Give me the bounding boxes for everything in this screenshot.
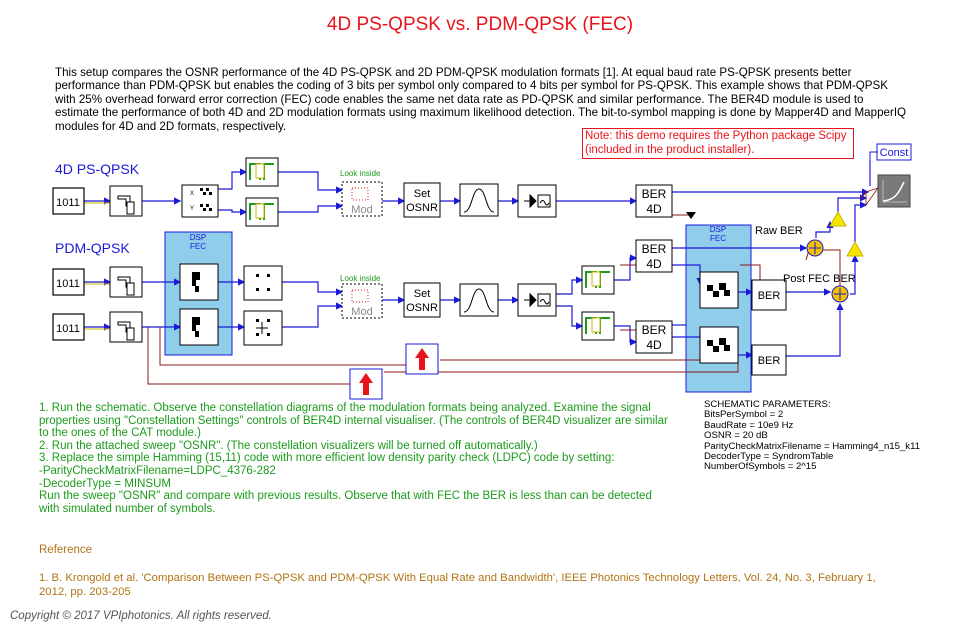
step-line: 1. Run the schematic. Observe the conste… <box>39 402 651 414</box>
coder-pdm-y[interactable] <box>109 311 143 343</box>
svg-text:4D: 4D <box>646 257 662 271</box>
param-line: BitsPerSymbol = 2 <box>704 409 784 421</box>
scipy-note: Note: this demo requires the Python pack… <box>582 128 854 159</box>
step-line: -DecoderType = MINSUM <box>39 477 171 490</box>
mapper-iq-x[interactable] <box>243 265 283 301</box>
step-line: to the ones of the CAT module.) <box>39 427 201 440</box>
fec-decoder-x[interactable] <box>699 271 739 309</box>
plot-input-marker <box>865 187 880 207</box>
optical-filter-4d[interactable] <box>459 183 499 217</box>
sweep-control-up-arrow-2[interactable] <box>349 368 383 400</box>
svg-text:BER: BER <box>758 355 781 367</box>
ber-plot-analyzer[interactable] <box>877 174 911 208</box>
step-line: Run the sweep "OSNR" and compare with pr… <box>39 490 652 503</box>
sweep-control-up-arrow-1[interactable] <box>405 343 439 375</box>
params-heading: SCHEMATIC PARAMETERS: <box>704 399 831 410</box>
instruction-steps: 1. Run the schematic. Observe the conste… <box>39 402 699 515</box>
set-osnr-4d[interactable]: Set OSNR <box>403 182 441 218</box>
svg-text:Mod: Mod <box>351 306 372 318</box>
sum-node-post-fec[interactable] <box>831 285 849 303</box>
schematic-parameters: SCHEMATIC PARAMETERS: BitsPerSymbol = 2 … <box>704 399 921 473</box>
reference-heading: Reference <box>39 544 93 556</box>
fec-label-rx: FEC <box>710 234 726 243</box>
step-line: 2. Run the attached sweep "OSNR". (The c… <box>39 439 538 452</box>
param-line: ParityCheckMatrixFilename = Hamming4_n15… <box>704 440 921 452</box>
param-line: NumberOfSymbols = 2^15 <box>704 461 817 473</box>
svg-text:OSNR: OSNR <box>406 302 438 314</box>
bit-source-pdm-x[interactable]: 1011 <box>52 268 85 296</box>
reference-text: 1. B. Krongold et al. 'Comparison Betwee… <box>39 572 876 598</box>
svg-text:BER: BER <box>642 187 667 201</box>
coder-4d[interactable] <box>109 185 143 217</box>
svg-text:Set: Set <box>414 188 431 200</box>
step-line: 3. Replace the simple Hamming (15,11) co… <box>39 452 615 465</box>
svg-text:Set: Set <box>414 288 431 300</box>
page-title: 4D PS-QPSK vs. PDM-QPSK (FEC) <box>326 14 634 35</box>
post-fec-ber-label: Post FEC BER <box>783 273 856 285</box>
coder-pdm-x[interactable] <box>109 266 143 298</box>
pulse-shaper-4d-y[interactable] <box>245 197 279 227</box>
fec-decoder-y[interactable] <box>699 326 739 364</box>
step-line: with simulated number of symbols. <box>39 502 216 515</box>
fec-encoder-x[interactable] <box>179 263 219 301</box>
modulator-pdm[interactable]: Mod <box>341 283 383 319</box>
svg-text:Mod: Mod <box>351 204 372 216</box>
pulse-shaper-4d-x[interactable] <box>245 157 279 187</box>
svg-text:1011: 1011 <box>56 323 80 335</box>
ber-counter-y[interactable]: BER <box>751 344 787 376</box>
sum-node-raw[interactable] <box>806 239 824 257</box>
optical-filter-pdm[interactable] <box>459 283 499 317</box>
modulator-4d[interactable]: Mod <box>341 181 383 217</box>
gain-triangle-icon-2[interactable] <box>846 240 864 257</box>
svg-text:BER: BER <box>642 242 667 256</box>
bit-source-pdm-y[interactable]: 1011 <box>52 313 85 341</box>
svg-text:Y: Y <box>190 206 194 212</box>
section-label-ps-qpsk: 4D PS-QPSK <box>55 161 140 177</box>
step-line: properties using "Constellation Settings… <box>39 414 668 427</box>
down-triangle-icon <box>686 212 696 219</box>
pulse-shaper-pdm-x[interactable] <box>581 265 615 295</box>
look-inside-label-pdm: Look inside <box>340 274 381 283</box>
set-osnr-pdm[interactable]: Set OSNR <box>403 282 441 318</box>
look-inside-label-4d: Look inside <box>340 169 381 178</box>
receiver-4d[interactable] <box>517 184 557 218</box>
svg-text:4D: 4D <box>646 338 662 352</box>
step-line: -ParityCheckMatrixFilename=LDPC_4376-282 <box>39 464 276 477</box>
svg-text:4D: 4D <box>646 202 662 216</box>
dsp-label-tx: DSP <box>190 233 206 242</box>
mapper-iq-y[interactable] <box>243 310 283 346</box>
svg-text:BER: BER <box>758 290 781 302</box>
svg-text:1011: 1011 <box>56 278 80 290</box>
ber4d-pdm-y[interactable]: BER 4D <box>635 320 673 354</box>
fec-label-tx: FEC <box>190 242 206 251</box>
param-line: BaudRate = 10e9 Hz <box>704 419 794 431</box>
bit-source-4d[interactable]: 1011 <box>52 187 85 215</box>
pulse-shaper-pdm-y[interactable] <box>581 311 615 341</box>
mapper-4d[interactable]: XY <box>181 184 219 218</box>
param-line: DecoderType = SyndromTable <box>704 451 834 463</box>
svg-text:OSNR: OSNR <box>406 202 438 214</box>
gain-triangle-icon-1[interactable] <box>829 210 847 227</box>
copyright: Copyright © 2017 VPIphotonics. All right… <box>10 610 272 622</box>
svg-text:BER: BER <box>642 323 667 337</box>
const-button[interactable]: Const <box>876 143 912 161</box>
svg-text:Const: Const <box>880 147 909 159</box>
param-line: OSNR = 20 dB <box>704 430 768 442</box>
ber4d-pdm-x[interactable]: BER 4D <box>635 239 673 273</box>
svg-text:1011: 1011 <box>56 197 80 209</box>
schematic-diagram: DSP FEC DSP FEC <box>52 143 912 400</box>
dsp-label-rx: DSP <box>710 225 726 234</box>
intro-description: This setup compares the OSNR performance… <box>55 66 907 133</box>
receiver-pdm[interactable] <box>517 283 557 317</box>
raw-ber-label: Raw BER <box>755 225 803 237</box>
ber4d-ps-qpsk[interactable]: BER 4D <box>635 184 673 218</box>
section-label-pdm-qpsk: PDM-QPSK <box>55 240 130 256</box>
fec-encoder-y[interactable] <box>179 308 219 346</box>
ber-counter-x[interactable]: BER <box>751 279 787 311</box>
svg-text:X: X <box>190 191 194 197</box>
